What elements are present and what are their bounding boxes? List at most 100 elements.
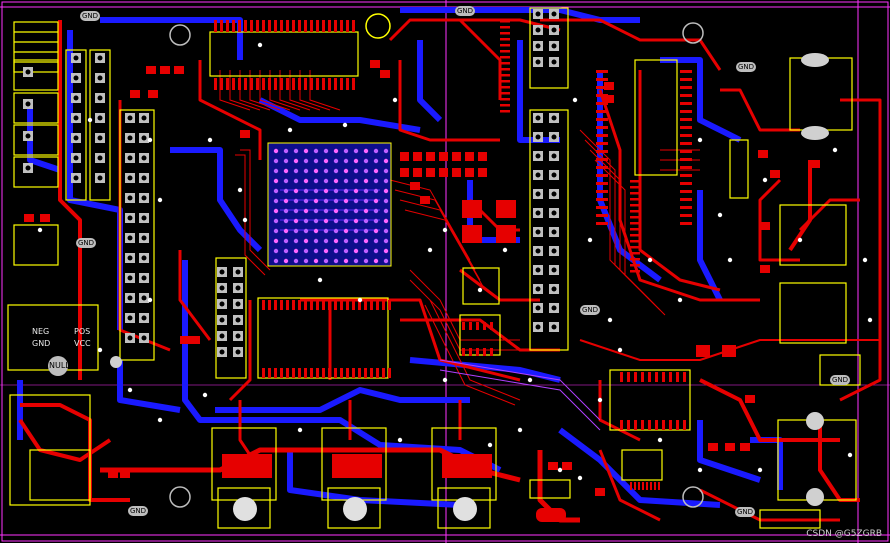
bga-ball <box>273 208 279 214</box>
pin-hole <box>551 11 557 17</box>
smd-pad <box>328 368 331 378</box>
gnd-label: GND <box>76 238 97 248</box>
smd-pad <box>364 300 367 310</box>
bga-chip <box>267 142 392 267</box>
smd-pad <box>658 482 660 490</box>
bga-ball <box>303 248 309 254</box>
smd-pad <box>676 372 679 382</box>
smd-pad <box>630 180 640 183</box>
smd-pad <box>400 168 409 177</box>
via <box>762 177 768 183</box>
pin-hole <box>551 286 557 292</box>
bga-ball <box>313 148 319 154</box>
pin-hole <box>535 172 541 178</box>
smd-pad <box>596 78 608 81</box>
bga-ball <box>353 238 359 244</box>
smd-pad <box>238 20 241 32</box>
smd-pad <box>596 166 608 169</box>
smd-pad <box>388 368 391 378</box>
smd-pad <box>465 168 474 177</box>
pin-hole <box>219 301 225 307</box>
smd-pad <box>274 300 277 310</box>
pin-hole <box>535 115 541 121</box>
pin-hole <box>141 135 147 141</box>
smd-pad <box>226 78 229 90</box>
smd-pad <box>413 152 422 161</box>
smd-pad <box>469 348 472 356</box>
bga-ball <box>323 218 329 224</box>
smd-pad <box>376 300 379 310</box>
smd-pad <box>500 56 510 59</box>
bga-ball <box>283 258 289 264</box>
smd-pad <box>500 20 510 23</box>
pin-hole <box>535 191 541 197</box>
smd-pad <box>262 300 265 310</box>
smd-pad <box>413 168 422 177</box>
smd-pad <box>596 134 608 137</box>
bga-ball <box>333 248 339 254</box>
bga-ball <box>383 178 389 184</box>
fine-routing <box>219 70 700 406</box>
bga-ball <box>333 238 339 244</box>
pin-hole <box>235 301 241 307</box>
bga-ball <box>383 158 389 164</box>
bga-ball <box>313 238 319 244</box>
bga-ball <box>273 168 279 174</box>
pin-hole <box>127 195 133 201</box>
via <box>727 257 733 263</box>
null-label: NULL <box>49 361 70 370</box>
smd-pad <box>292 300 295 310</box>
pin-hole <box>97 55 103 61</box>
pin-hole <box>235 269 241 275</box>
pin-hole <box>127 155 133 161</box>
bga-ball <box>373 218 379 224</box>
smd-pad <box>280 20 283 32</box>
pin-hole <box>235 333 241 339</box>
pin-hole <box>141 315 147 321</box>
smd-pad <box>439 152 448 161</box>
gnd-pin-label: GND <box>32 339 51 348</box>
pin-hole <box>535 305 541 311</box>
smd-pad <box>680 118 692 121</box>
smd-pad <box>654 482 656 490</box>
smd-pad <box>680 70 692 73</box>
via <box>587 237 593 243</box>
bga-ball <box>283 178 289 184</box>
pin-hole <box>219 333 225 339</box>
smd-pad <box>634 482 636 490</box>
smd-pad <box>500 26 510 29</box>
bga-ball <box>363 198 369 204</box>
smd-pad <box>304 300 307 310</box>
smd-pad <box>322 78 325 90</box>
bga-ball <box>313 248 319 254</box>
bga-ball <box>383 208 389 214</box>
pin-hole <box>127 215 133 221</box>
pin-hole <box>141 175 147 181</box>
bga-ball <box>303 258 309 264</box>
round-pads <box>48 53 829 506</box>
smd-pad <box>596 142 608 145</box>
smd-pad <box>596 110 608 113</box>
bga-ball <box>373 208 379 214</box>
smd-pad <box>500 68 510 71</box>
smd-pad <box>810 160 820 168</box>
via <box>657 437 663 443</box>
pin-hole <box>73 75 79 81</box>
pin-hole <box>141 155 147 161</box>
smd-pad <box>370 300 373 310</box>
bga-ball <box>303 158 309 164</box>
smd-pad <box>346 300 349 310</box>
via <box>147 137 153 143</box>
smd-pad <box>328 300 331 310</box>
pin-hole <box>535 43 541 49</box>
smd-pad <box>310 20 313 32</box>
pin-hole <box>551 305 557 311</box>
smd-pad <box>760 222 770 230</box>
bga-ball <box>293 258 299 264</box>
smd-pad <box>683 420 686 430</box>
smd-pad <box>316 300 319 310</box>
pin-hole <box>141 255 147 261</box>
bga-ball <box>283 208 289 214</box>
smd-pad <box>238 78 241 90</box>
